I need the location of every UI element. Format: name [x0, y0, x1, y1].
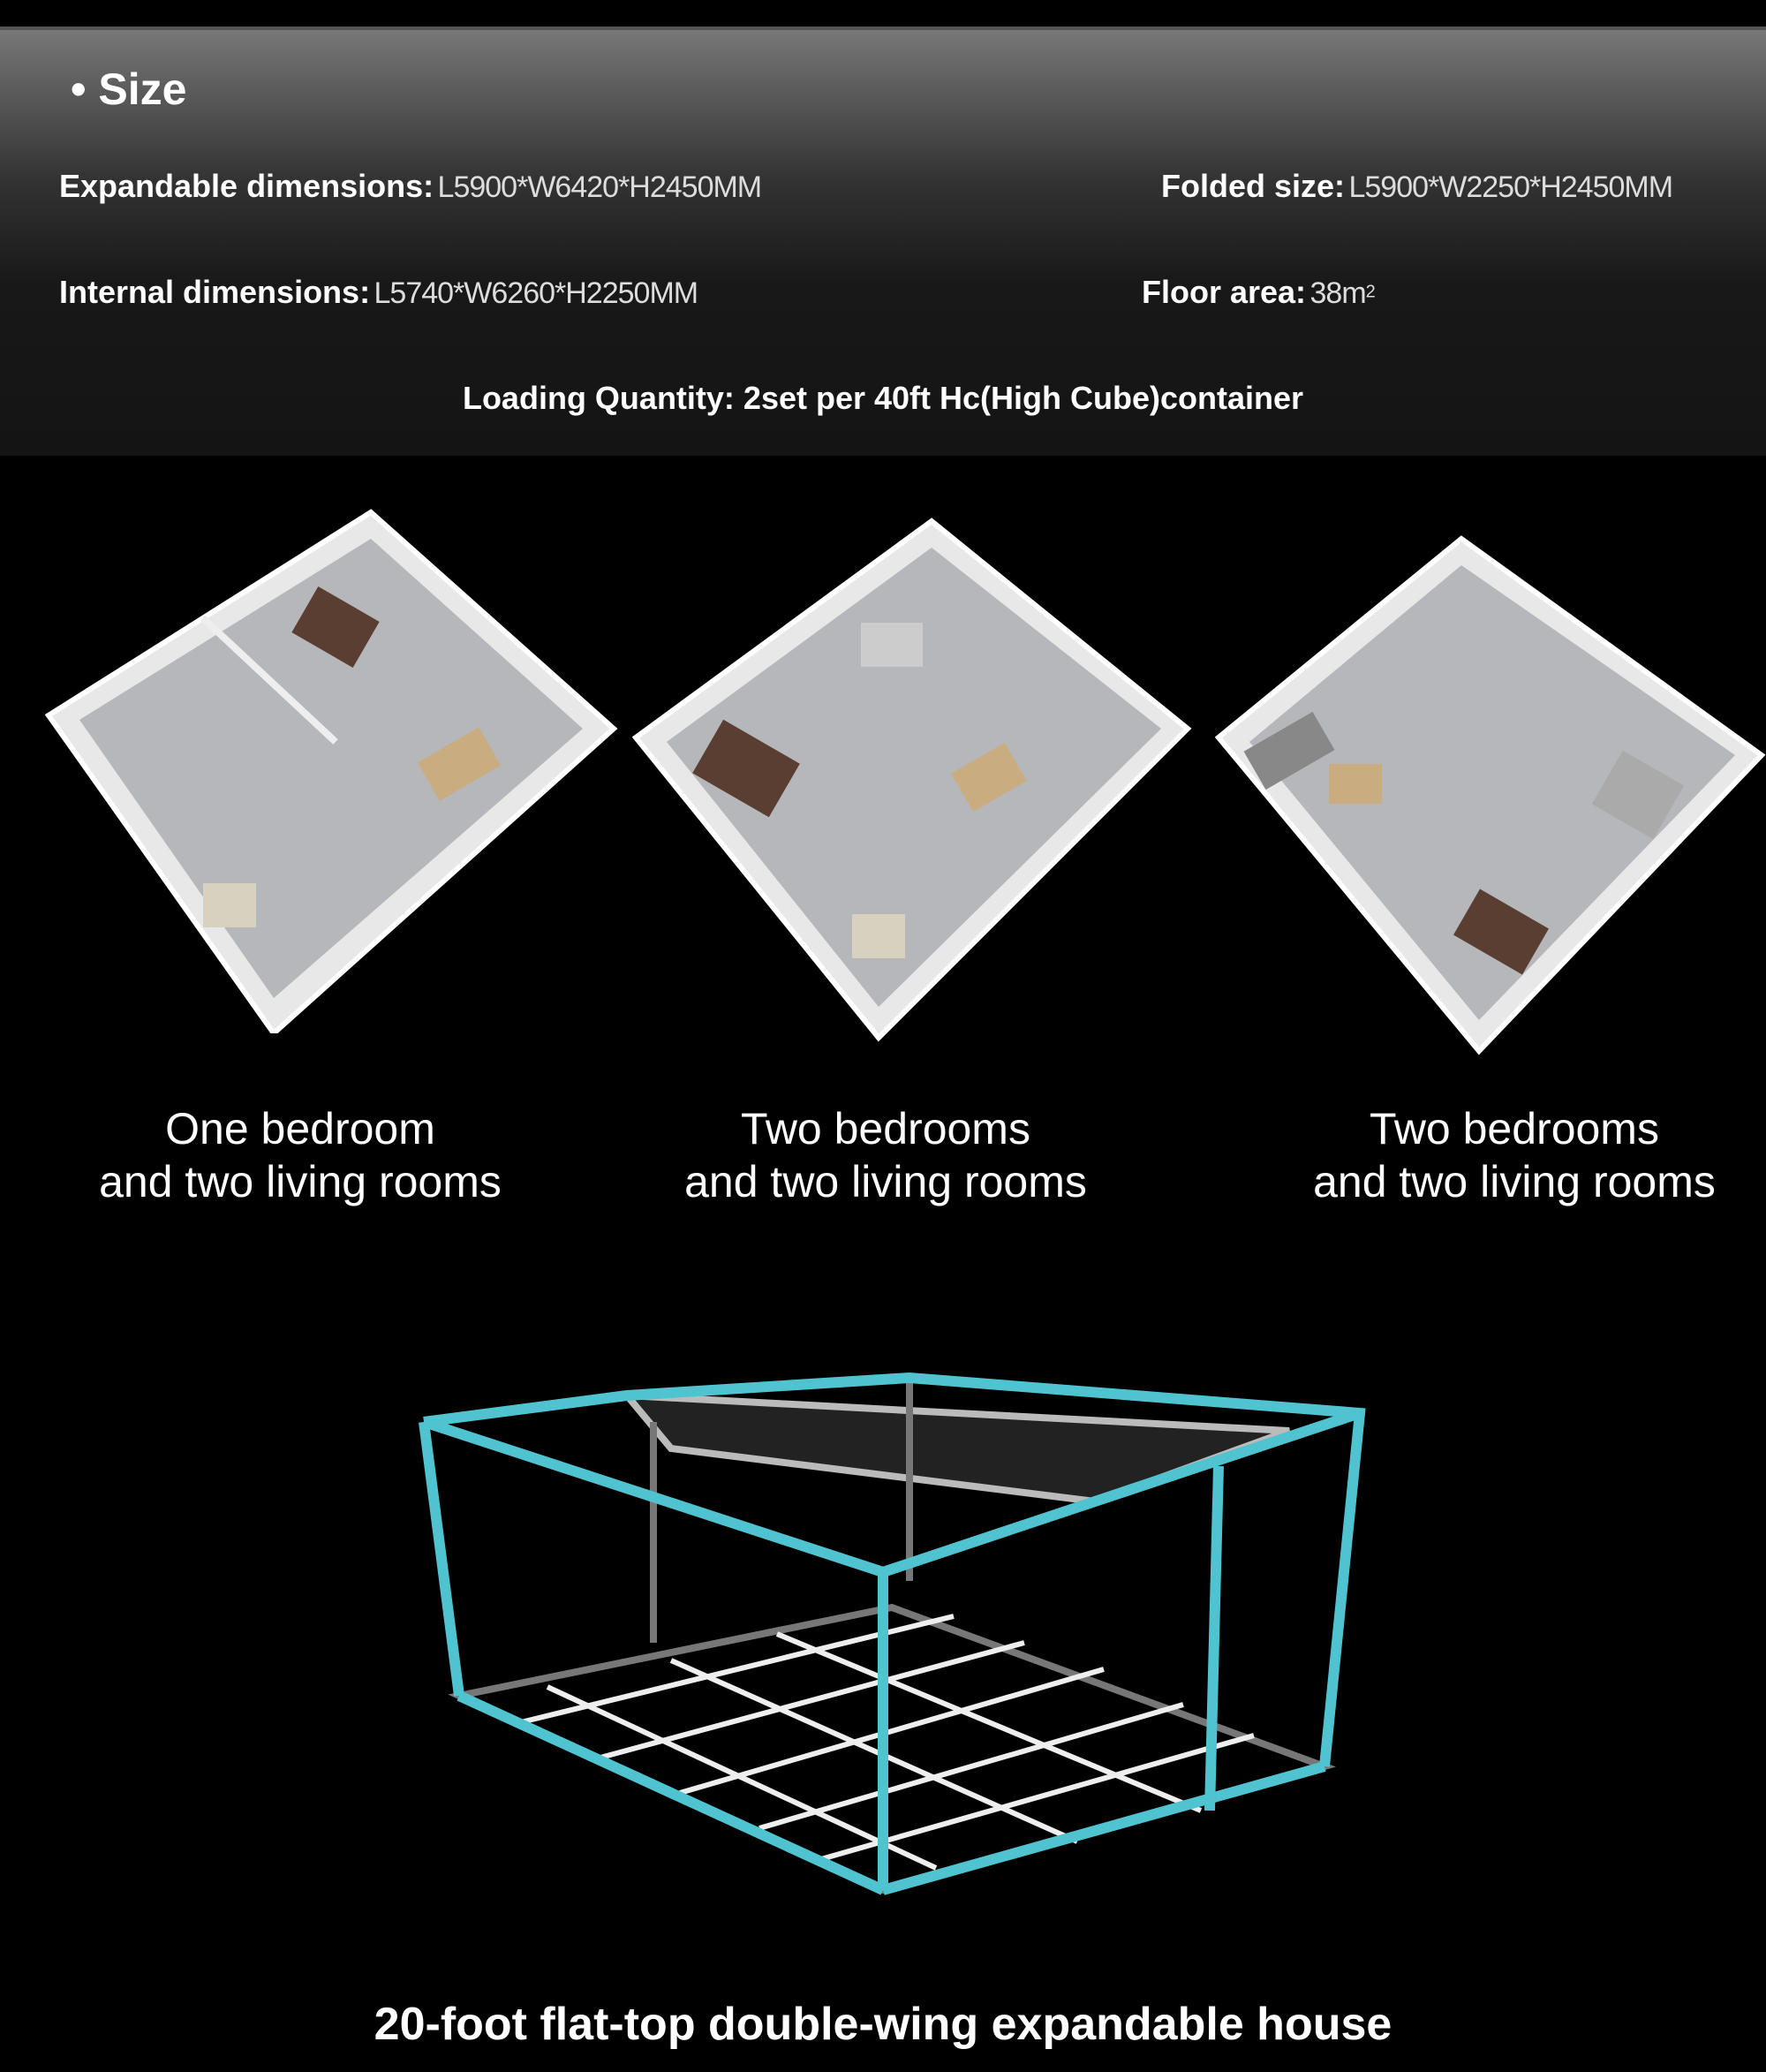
label: Expandable dimensions: [59, 168, 434, 204]
caption-line: and two living rooms [684, 1157, 1087, 1206]
layout-caption-1: One bedroom and two living rooms [18, 1102, 583, 1208]
value: 38m [1309, 276, 1367, 310]
floor-plan-one-bedroom [44, 509, 618, 1033]
internal-dimensions: Internal dimensions: L5740*W6260*H2250MM [59, 274, 698, 311]
label: Folded size: [1161, 168, 1346, 204]
caption-line: Two bedrooms [1370, 1104, 1659, 1153]
section-title-text: Size [98, 64, 187, 114]
caption-line: Two bedrooms [741, 1104, 1030, 1153]
loading-quantity: Loading Quantity: 2set per 40ft Hc(High … [462, 380, 1304, 416]
value: L5900*W2250*H2450MM [1348, 170, 1673, 204]
frame-caption: 20-foot flat-top double-wing expandable … [374, 1999, 1392, 2050]
label: Internal dimensions: [59, 274, 371, 310]
section-title: • Size [71, 64, 187, 114]
layout-caption-2: Two bedrooms and two living rooms [603, 1102, 1168, 1208]
layout-caption-3: Two bedrooms and two living rooms [1232, 1102, 1766, 1208]
floor-plan-two-bedrooms-a [631, 518, 1192, 1042]
floor-area: Floor area: 38m2 [1142, 274, 1376, 311]
value: L5900*W6420*H2450MM [437, 170, 763, 204]
caption-line: and two living rooms [1313, 1157, 1716, 1206]
caption-line: and two living rooms [99, 1157, 502, 1206]
size-spec-panel: • Size Expandable dimensions: L5900*W642… [0, 26, 1766, 456]
expandable-dimensions: Expandable dimensions: L5900*W6420*H2450… [59, 168, 763, 205]
floor-plan-two-bedrooms-b [1214, 535, 1766, 1055]
label: Floor area: [1142, 274, 1307, 310]
steel-frame-illustration [419, 1372, 1366, 1895]
value: L5740*W6260*H2250MM [374, 276, 699, 310]
folded-size: Folded size: L5900*W2250*H2450MM [1161, 168, 1673, 205]
superscript: 2 [1365, 282, 1376, 302]
caption-line: One bedroom [165, 1104, 435, 1153]
